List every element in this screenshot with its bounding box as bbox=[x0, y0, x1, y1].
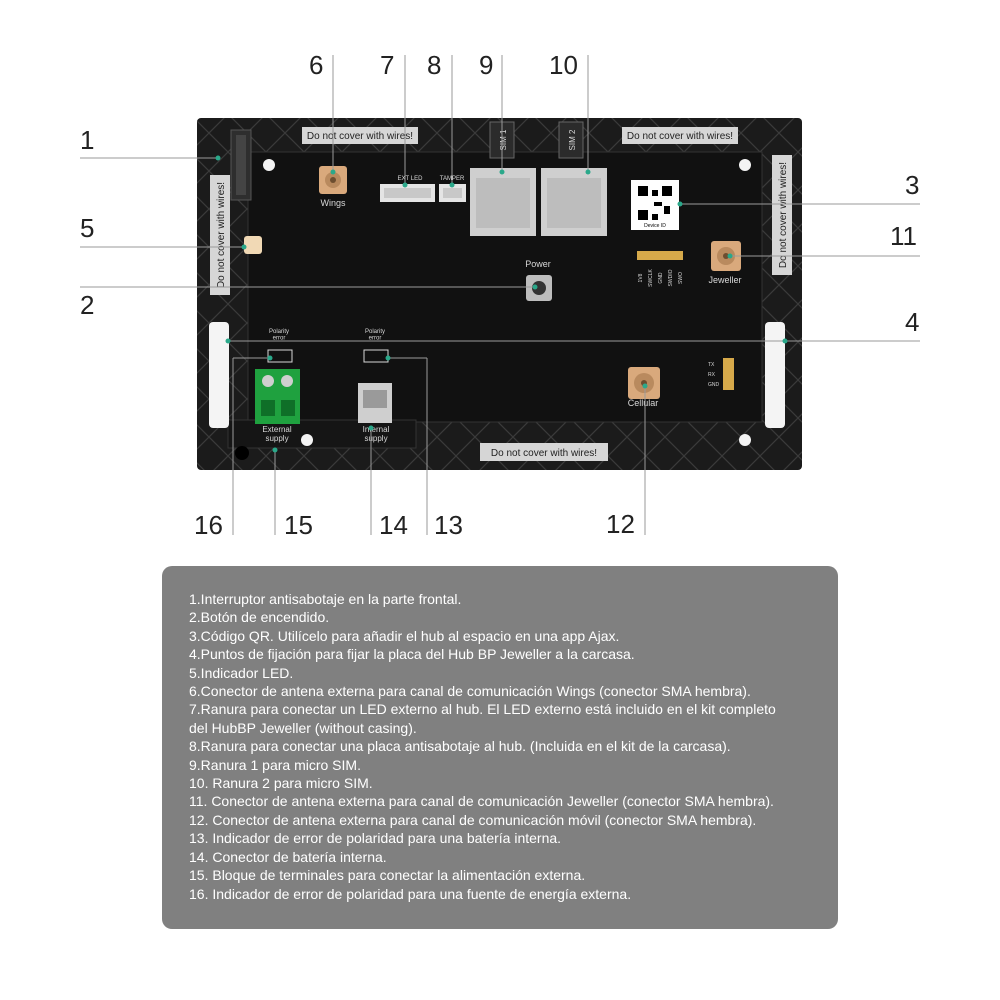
leader-endpoints bbox=[215, 155, 788, 453]
legend-item: 15. Bloque de terminales para conectar l… bbox=[189, 867, 586, 884]
callout-11: 11 bbox=[890, 221, 917, 251]
svg-text:Cellular: Cellular bbox=[628, 398, 659, 408]
callout-12: 12 bbox=[606, 509, 635, 539]
label-line: External bbox=[262, 425, 292, 434]
svg-text:GND: GND bbox=[658, 272, 664, 284]
jeweller-antenna-connector: Jeweller bbox=[708, 241, 742, 285]
svg-text:Wings: Wings bbox=[320, 198, 346, 208]
legend-item: 1.Interruptor antisabotaje en la parte f… bbox=[189, 591, 462, 607]
qr-code: Device ID bbox=[631, 180, 679, 230]
svg-text:SWDIO: SWDIO bbox=[668, 269, 674, 286]
front-tamper-switch bbox=[230, 129, 252, 201]
svg-text:Do not cover with wires!: Do not cover with wires! bbox=[627, 131, 733, 142]
sim-slot-1: SIM 1 bbox=[470, 121, 536, 236]
svg-text:GND: GND bbox=[708, 382, 720, 388]
mounting-hole bbox=[739, 159, 751, 171]
wings-antenna-connector: Wings bbox=[319, 166, 347, 208]
legend-panel: 1.Interruptor antisabotaje en la parte f… bbox=[162, 566, 838, 929]
legend-item: 4.Puntos de fijación para fijar la placa… bbox=[189, 646, 635, 663]
mounting-hole bbox=[263, 159, 275, 171]
uart-header: TX RX GND bbox=[708, 358, 734, 390]
label-line: Polarity bbox=[269, 329, 289, 335]
leader-lines bbox=[80, 55, 920, 535]
legend-item: 9.Ranura 1 para micro SIM. bbox=[189, 756, 361, 773]
callout-4: 4 bbox=[905, 307, 919, 337]
legend-item: 3.Código QR. Utilícelo para añadir el hu… bbox=[189, 627, 620, 644]
legend-item: 13. Indicador de error de polaridad para… bbox=[189, 830, 562, 847]
label-line: Internal bbox=[363, 425, 390, 434]
warning-label-left: Do not cover with wires! bbox=[210, 175, 230, 295]
mounting-slot-right bbox=[765, 322, 785, 428]
warning-label-bottom: Do not cover with wires! bbox=[480, 443, 608, 461]
legend-item: 5.Indicador LED. bbox=[189, 664, 294, 681]
callout-15: 15 bbox=[284, 510, 313, 540]
svg-text:Do not cover with wires!: Do not cover with wires! bbox=[307, 131, 413, 142]
callout-8: 8 bbox=[427, 50, 441, 80]
callout-10: 10 bbox=[549, 50, 578, 80]
legend-list: 1.Interruptor antisabotaje en la parte f… bbox=[189, 590, 816, 903]
svg-text:RX: RX bbox=[708, 372, 716, 378]
svg-text:SIM 1: SIM 1 bbox=[499, 129, 508, 150]
callout-13: 13 bbox=[434, 510, 463, 540]
mounting-hole bbox=[235, 446, 249, 460]
svg-text:Do not cover with wires!: Do not cover with wires! bbox=[778, 162, 789, 268]
legend-item: 6.Conector de antena externa para canal … bbox=[189, 683, 751, 700]
callout-5: 5 bbox=[80, 213, 94, 243]
legend-item: 16. Indicador de error de polaridad para… bbox=[189, 885, 632, 902]
svg-text:TX: TX bbox=[708, 362, 715, 368]
svg-text:SIM 2: SIM 2 bbox=[568, 129, 577, 150]
svg-text:1V8: 1V8 bbox=[638, 273, 644, 282]
svg-text:SWO: SWO bbox=[678, 272, 684, 284]
mounting-hole bbox=[739, 434, 751, 446]
svg-text:Do not cover with wires!: Do not cover with wires! bbox=[216, 182, 227, 288]
legend-item: 10. Ranura 2 para micro SIM. bbox=[189, 775, 373, 792]
callout-1: 1 bbox=[80, 125, 94, 155]
warning-label-top-right: Do not cover with wires! bbox=[622, 127, 738, 144]
warning-label-top-left: Do not cover with wires! bbox=[302, 127, 418, 144]
callout-2: 2 bbox=[80, 290, 94, 320]
svg-text:EXT LED: EXT LED bbox=[398, 176, 424, 182]
label-line: error bbox=[369, 336, 382, 342]
svg-text:SWCLK: SWCLK bbox=[648, 268, 654, 286]
callout-7: 7 bbox=[380, 50, 394, 80]
power-button: Power bbox=[525, 259, 552, 301]
svg-text:Device ID: Device ID bbox=[644, 223, 666, 229]
legend-item: 11. Conector de antena externa para cana… bbox=[189, 793, 774, 810]
callout-6: 6 bbox=[309, 50, 323, 80]
callout-3: 3 bbox=[905, 170, 919, 200]
mounting-slot-left bbox=[209, 322, 229, 428]
mounting-hole bbox=[301, 434, 313, 446]
hub-board-diagram: Do not cover with wires! Do not cover wi… bbox=[80, 50, 920, 540]
cellular-antenna-connector: Cellular bbox=[628, 367, 660, 408]
warning-label-right: Do not cover with wires! bbox=[772, 155, 792, 275]
legend-item: 2.Botón de encendido. bbox=[189, 609, 330, 626]
legend-item: 14. Conector de batería interna. bbox=[189, 848, 387, 865]
led-indicator bbox=[244, 236, 262, 254]
legend-item: 8.Ranura para conectar una placa antisab… bbox=[189, 738, 731, 755]
svg-text:Do not cover with wires!: Do not cover with wires! bbox=[491, 448, 597, 459]
sim-slot-2: SIM 2 bbox=[541, 121, 607, 236]
callout-9: 9 bbox=[479, 50, 493, 80]
legend-item: 7.Ranura para conectar un LED externo al… bbox=[189, 701, 776, 736]
svg-text:Jeweller: Jeweller bbox=[708, 275, 741, 285]
callout-16: 16 bbox=[194, 510, 223, 540]
legend-item: 12. Conector de antena externa para cana… bbox=[189, 811, 757, 828]
callout-14: 14 bbox=[379, 510, 408, 540]
debug-header: 1V8 SWCLK GND SWDIO SWO bbox=[637, 251, 684, 287]
label-line: error bbox=[273, 336, 286, 342]
ext-led-slot: EXT LED bbox=[380, 176, 435, 202]
label-line: supply bbox=[265, 434, 288, 443]
label-line: Polarity bbox=[365, 329, 385, 335]
svg-text:Power: Power bbox=[525, 259, 551, 269]
label-line: supply bbox=[364, 434, 387, 443]
